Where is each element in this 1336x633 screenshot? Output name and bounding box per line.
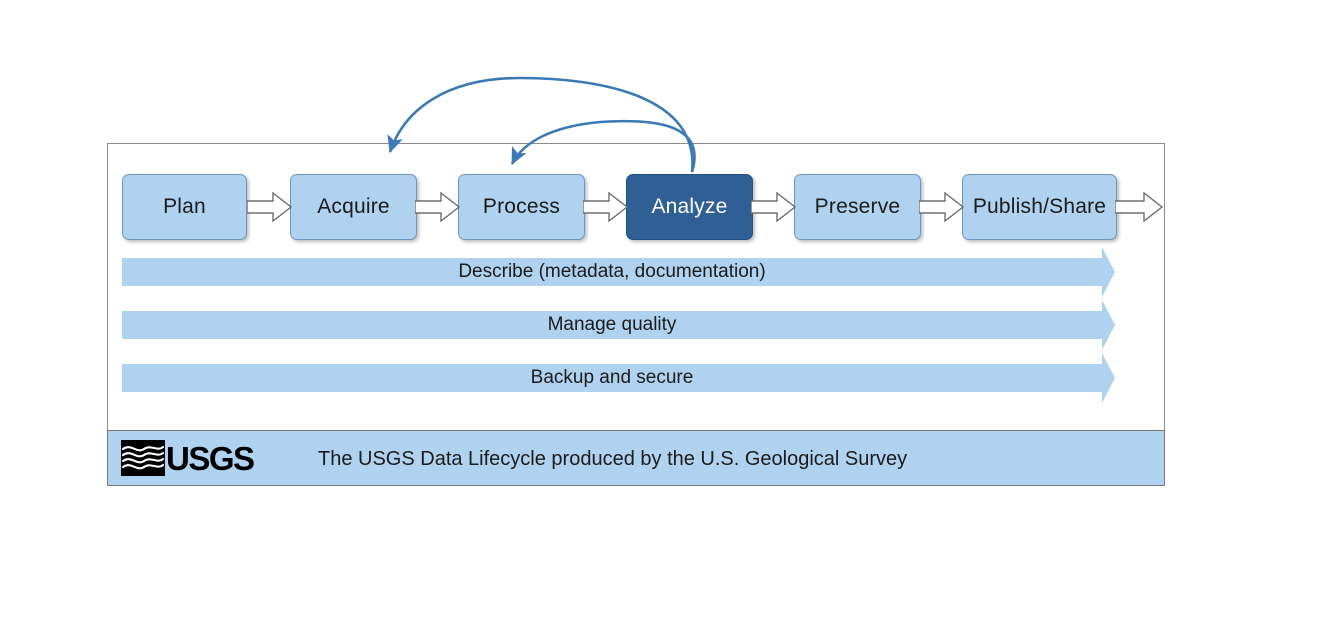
stage-label: Plan bbox=[163, 195, 206, 218]
connector-arrow-acquire-to-process bbox=[414, 191, 461, 227]
banner-arrow-shape bbox=[122, 300, 1115, 350]
stage-box-plan[interactable]: Plan bbox=[122, 174, 247, 240]
connector-arrow-plan-to-acquire bbox=[246, 191, 293, 227]
stage-label: Process bbox=[482, 195, 561, 218]
stage-box-publish-share[interactable]: Publish/Share bbox=[962, 174, 1117, 240]
banner-label: Backup and secure bbox=[530, 367, 694, 388]
lifecycle-banner-backup-secure: Backup and secure bbox=[122, 352, 1117, 404]
banner-label: Describe (metadata, documentation) bbox=[458, 261, 766, 282]
lifecycle-banner-manage-quality: Manage quality bbox=[122, 299, 1117, 351]
banner-arrow-shape bbox=[122, 353, 1115, 403]
stage-label: Publish/Share bbox=[972, 195, 1107, 218]
connector-arrow-preserve-to-publish bbox=[918, 191, 965, 227]
banner-label: Manage quality bbox=[547, 314, 677, 335]
stage-label: Analyze bbox=[651, 195, 728, 218]
usgs-wave-mark-icon bbox=[121, 440, 165, 476]
connector-arrow-process-to-analyze bbox=[582, 191, 629, 227]
usgs-footer-band: USGS The USGS Data Lifecycle produced by… bbox=[107, 430, 1165, 486]
banner-arrow-shape bbox=[122, 247, 1115, 297]
usgs-logo: USGS bbox=[121, 439, 255, 477]
stage-box-acquire[interactable]: Acquire bbox=[290, 174, 417, 240]
connector-arrow-publish-to-next bbox=[1114, 191, 1164, 227]
footer-caption: The USGS Data Lifecycle produced by the … bbox=[318, 448, 908, 470]
lifecycle-banner-describe: Describe (metadata, documentation) bbox=[122, 246, 1117, 298]
stage-label: Acquire bbox=[317, 195, 390, 218]
stage-box-analyze[interactable]: Analyze bbox=[626, 174, 753, 240]
stage-label: Preserve bbox=[814, 195, 901, 218]
connector-arrow-analyze-to-preserve bbox=[750, 191, 797, 227]
usgs-wordmark: USGS bbox=[166, 439, 255, 477]
stage-box-preserve[interactable]: Preserve bbox=[794, 174, 921, 240]
stage-box-process[interactable]: Process bbox=[458, 174, 585, 240]
